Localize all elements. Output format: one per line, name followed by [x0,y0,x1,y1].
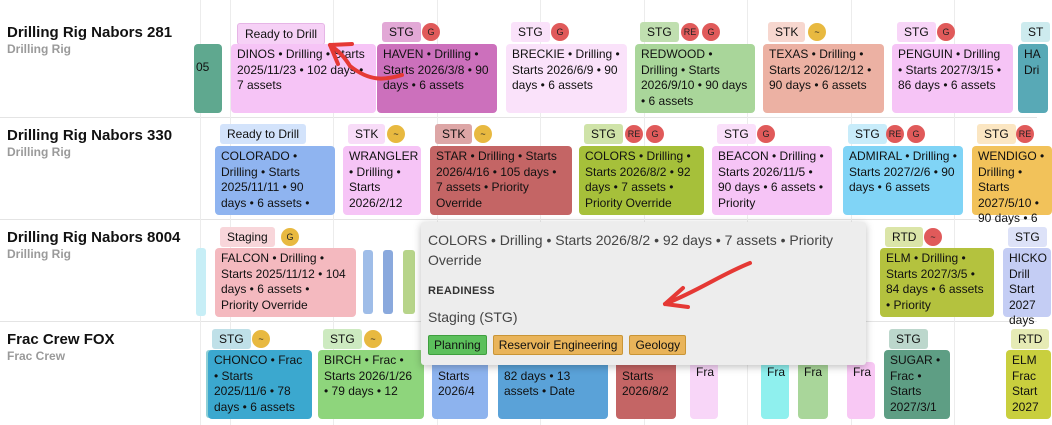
hover-tooltip: COLORS • Drilling • Starts 2026/8/2 • 92… [421,222,866,365]
badge-chonco: ~ [252,330,270,348]
readiness-tag-elm2: RTD [1011,329,1050,349]
row-label-frac-fox[interactable]: Frac Crew FOX Frac Crew [7,331,197,364]
readiness-tag-dinos: Ready to Drill [237,23,326,45]
badge-admiral-re: RE [886,125,904,143]
readiness-tag-chonco: STG [212,329,251,349]
job-card-beacon[interactable]: BEACON • Drilling • Starts 2026/11/5 • 9… [712,146,832,215]
tooltip-summary: COLORS • Drilling • Starts 2026/8/2 • 92… [428,232,833,268]
row-subtitle: Drilling Rig [7,247,71,261]
readiness-tag-beacon: STG [717,124,756,144]
row-subtitle: Frac Crew [7,349,66,363]
readiness-tag-breckie: STG [511,22,550,42]
readiness-tag-texas: STK [768,22,806,42]
row-subtitle: Drilling Rig [7,145,71,159]
row-title: Drilling Rig Nabors 8004 [7,229,181,246]
badge-texas: ~ [808,23,826,41]
badge-penguin: G [937,23,955,41]
badge-wendigo: RE [1016,125,1034,143]
job-card-haven[interactable]: HAVEN • Drilling • Starts 2026/3/8 • 90 … [377,44,497,113]
row-label-nabors-281[interactable]: Drilling Rig Nabors 281 Drilling Rig [7,24,197,57]
job-card-birch[interactable]: BIRCH • Frac • Starts 2026/1/26 • 79 day… [318,350,424,419]
readiness-tag-colorado: Ready to Drill [220,124,307,144]
readiness-tag-wrangler: STK [348,124,386,144]
job-card-edge-left[interactable]: 05 [194,44,222,113]
badge-breckie: G [551,23,569,41]
job-card-colors[interactable]: COLORS • Drilling • Starts 2026/8/2 • 92… [579,146,704,215]
badge-colors-re: RE [625,125,643,143]
job-card-sliver[interactable] [363,250,373,314]
chip-geology: Geology [629,335,687,355]
chip-planning: Planning [428,335,487,355]
badge-elm: ~ [924,228,942,246]
badge-wrangler: ~ [387,125,405,143]
job-card-redwood[interactable]: REDWOOD • Drilling • Starts 2026/9/10 • … [635,44,755,113]
readiness-tag-star: STK [435,124,473,144]
badge-haven: G [422,23,440,41]
tooltip-heading: READINESS [428,285,495,297]
job-card-sliver[interactable] [403,250,415,314]
readiness-tag-sugar: STG [889,329,928,349]
readiness-tag-hick: STG [1008,227,1047,247]
job-card-elm[interactable]: ELM • Drilling • Starts 2027/3/5 • 84 da… [880,248,994,317]
card-text: 05 [196,60,210,74]
job-card-breckie[interactable]: BRECKIE • Drilling • Starts 2026/6/9 • 9… [506,44,627,113]
timeline-area[interactable]: 05 Ready to Drill DINOS • Drilling • Sta… [194,0,1052,425]
job-card-admiral[interactable]: ADMIRAL • Drilling • Starts 2027/2/6 • 9… [843,146,963,215]
job-card-elm2[interactable]: ELM Frac Start 2027 [1006,350,1051,419]
row-title: Drilling Rig Nabors 330 [7,127,173,144]
job-card-wendigo[interactable]: WENDIGO • Drilling • Starts 2027/5/10 • … [972,146,1052,225]
row-subtitle: Drilling Rig [7,42,71,56]
job-card-texas[interactable]: TEXAS • Drilling • Starts 2026/12/12 • 9… [763,44,884,113]
badge-falcon: G [281,228,299,246]
readiness-tag-penguin: STG [897,22,936,42]
job-card-chonco[interactable]: CHONCO • Frac • Starts 2025/11/6 • 78 da… [208,350,312,419]
job-card-edge-right[interactable]: HA Dri [1018,44,1048,113]
badge-redwood-g: G [702,23,720,41]
job-card-hick[interactable]: HICKO Drill Start 2027 days [1003,248,1051,327]
row-label-nabors-8004[interactable]: Drilling Rig Nabors 8004 Drilling Rig [7,229,197,262]
readiness-tag-colors: STG [584,124,623,144]
row-title: Drilling Rig Nabors 281 [7,24,173,41]
job-card-fra-4[interactable]: Fra [847,362,875,419]
readiness-tag-haven: STG [382,22,421,42]
job-card-dinos[interactable]: DINOS • Drilling • Starts 2025/11/23 • 1… [231,44,376,113]
readiness-tag-birch: STG [323,329,362,349]
job-card-sliver[interactable] [383,250,393,314]
readiness-tag-elm: RTD [885,227,924,247]
badge-admiral-g: G [907,125,925,143]
job-card-fra-1[interactable]: Fra [690,362,718,419]
readiness-tag-admiral: STG [848,124,887,144]
row-title: Frac Crew FOX [7,331,115,348]
readiness-tag-edge: ST [1021,22,1051,42]
badge-colors-g: G [646,125,664,143]
job-card-penguin[interactable]: PENGUIN • Drilling • Starts 2027/3/15 • … [892,44,1013,113]
badge-redwood-re: RE [681,23,699,41]
readiness-tag-falcon: Staging [220,227,275,247]
job-card-sliver[interactable] [196,248,206,316]
readiness-tag-wendigo: STG [977,124,1016,144]
badge-beacon: G [757,125,775,143]
job-card-falcon[interactable]: FALCON • Drilling • Starts 2025/11/12 • … [215,248,356,317]
chip-reservoir-engineering: Reservoir Engineering [492,335,624,355]
job-card-sugar[interactable]: SUGAR • Frac • Starts 2027/3/1 [884,350,950,419]
row-label-nabors-330[interactable]: Drilling Rig Nabors 330 Drilling Rig [7,127,197,160]
job-card-fra-2[interactable]: Fra [761,362,789,419]
job-card-wrangler[interactable]: WRANGLER • Drilling • Starts 2026/2/12 [343,146,421,215]
readiness-tag-redwood: STG [640,22,679,42]
job-card-fra-3[interactable]: Fra [798,362,828,419]
tooltip-status: Staging (STG) [428,309,518,325]
badge-birch: ~ [364,330,382,348]
badge-star: ~ [474,125,492,143]
job-card-star[interactable]: STAR • Drilling • Starts 2026/4/16 • 105… [430,146,572,215]
job-card-colorado[interactable]: COLORADO • Drilling • Starts 2025/11/11 … [215,146,335,215]
